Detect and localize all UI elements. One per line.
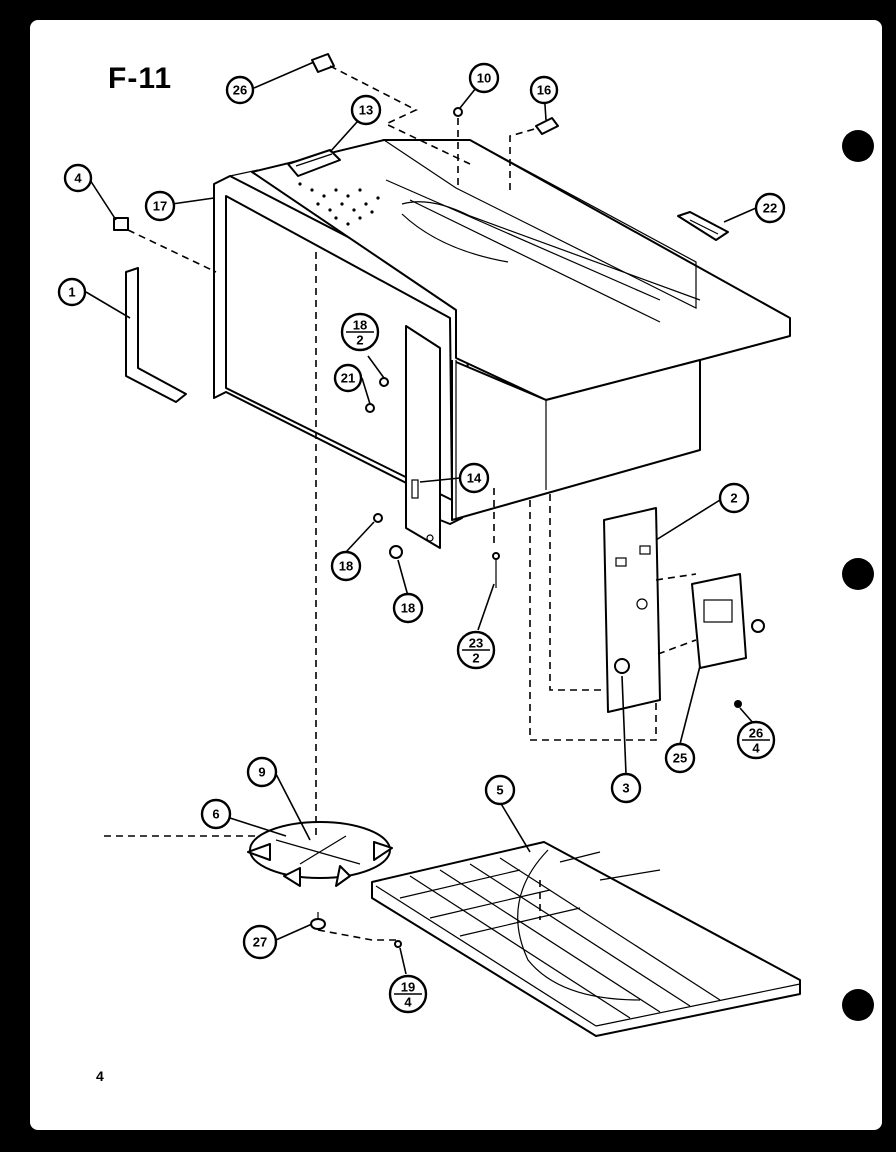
callout-quantity: 2 — [472, 651, 479, 666]
callout-number: 26 — [233, 83, 247, 98]
callout-2: 2 — [718, 482, 750, 514]
callout-5: 5 — [484, 774, 516, 806]
callout-19-4: 194 — [388, 974, 428, 1014]
callout-1: 1 — [57, 277, 87, 307]
callout-number: 3 — [622, 781, 629, 796]
callout-number: 17 — [153, 199, 167, 214]
callout-number: 1 — [68, 285, 75, 300]
callout-6: 6 — [200, 798, 232, 830]
callout-quantity: 2 — [356, 333, 363, 348]
plug-part-26 — [311, 53, 335, 73]
callout-number: 23 — [469, 636, 483, 651]
switch-assembly-part-25 — [691, 573, 765, 708]
callout-16: 16 — [529, 75, 559, 105]
callout-circle — [225, 75, 255, 105]
callout-circle — [350, 94, 382, 126]
screw-part-19 — [394, 940, 402, 948]
callout-17: 17 — [144, 190, 176, 222]
callout-circle — [242, 924, 278, 960]
callout-number: 19 — [401, 980, 415, 995]
terminal-block-part-22 — [677, 211, 729, 241]
terminal-block-part-13 — [287, 149, 341, 177]
callout-9: 9 — [246, 756, 278, 788]
callout-circle — [458, 462, 490, 494]
callout-circle — [610, 772, 642, 804]
callout-26-4: 264 — [736, 720, 776, 760]
callout-18b: 18 — [392, 592, 424, 624]
callout-number: 5 — [496, 783, 503, 798]
callout-number: 14 — [467, 471, 482, 486]
callout-number: 18 — [339, 559, 353, 574]
callout-circle — [529, 75, 559, 105]
callout-circle — [754, 192, 786, 224]
callout-27: 27 — [242, 924, 278, 960]
callout-circle — [664, 742, 696, 774]
callout-number: 10 — [477, 71, 491, 86]
callout-circle — [333, 363, 363, 393]
callout-circle — [200, 798, 232, 830]
callout-3: 3 — [610, 772, 642, 804]
clip-part-4 — [113, 217, 129, 231]
vent-holes — [298, 182, 380, 226]
callout-18-2: 182 — [340, 312, 380, 352]
base-pan-part-5 — [371, 841, 801, 1037]
callout-circle — [63, 163, 93, 193]
callout-number: 9 — [258, 765, 265, 780]
binder-hole-bottom — [842, 989, 874, 1021]
callout-circle — [144, 190, 176, 222]
callout-quantity: 4 — [752, 741, 760, 756]
callout-13: 13 — [350, 94, 382, 126]
callout-14: 14 — [458, 462, 490, 494]
binder-hole-middle — [842, 558, 874, 590]
control-bracket-part-2 — [603, 507, 661, 713]
callout-number: 25 — [673, 751, 687, 766]
callout-26-top: 26 — [225, 75, 255, 105]
callout-circle — [484, 774, 516, 806]
callout-4: 4 — [63, 163, 93, 193]
callout-circle — [330, 550, 362, 582]
callout-number: 6 — [212, 807, 219, 822]
callout-number: 21 — [341, 371, 355, 386]
callout-number: 22 — [763, 201, 777, 216]
callout-circle — [246, 756, 278, 788]
callout-circle — [57, 277, 87, 307]
callout-number: 13 — [359, 103, 373, 118]
callout-number: 27 — [253, 935, 267, 950]
callout-number: 26 — [749, 726, 763, 741]
screws-on-frame — [365, 377, 500, 588]
callout-18a: 18 — [330, 550, 362, 582]
bracket-part-14 — [405, 325, 441, 549]
callout-number: 16 — [537, 83, 551, 98]
callout-circle — [468, 62, 500, 94]
callout-number: 18 — [401, 601, 415, 616]
callout-23-2: 232 — [456, 630, 496, 670]
callout-21: 21 — [333, 363, 363, 393]
screw-part-10 — [453, 107, 463, 117]
callout-quantity: 4 — [404, 995, 412, 1010]
callout-number: 18 — [353, 318, 367, 333]
figure-title: F-11 — [108, 62, 173, 95]
callout-25: 25 — [664, 742, 696, 774]
clip-part-16 — [535, 117, 559, 135]
page-number: 4 — [96, 1068, 104, 1084]
callout-number: 2 — [730, 491, 737, 506]
angle-bracket-part-1 — [125, 267, 187, 403]
callout-circle — [392, 592, 424, 624]
callout-22: 22 — [754, 192, 786, 224]
assembly-lines — [104, 65, 697, 941]
binder-hole-top — [842, 130, 874, 162]
callout-10: 10 — [468, 62, 500, 94]
chassis-top-pan — [251, 139, 791, 521]
callout-circle — [718, 482, 750, 514]
callout-number: 4 — [74, 171, 82, 186]
